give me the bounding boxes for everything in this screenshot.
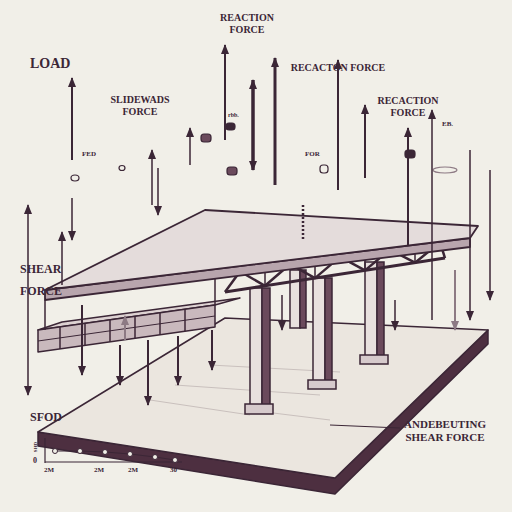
force-label: SLIDEWADS FORCE <box>100 94 180 118</box>
force-label: FOR <box>305 150 345 158</box>
tick-label: 2M <box>128 466 148 474</box>
force-label: rbb. <box>228 112 268 119</box>
deck-slab <box>45 210 478 300</box>
force-label: EB. <box>442 120 482 128</box>
callout-label: ANDEBEUTING SHEAR FORCE <box>395 418 495 444</box>
force-label: RECACTON FORCE <box>272 62 404 74</box>
force-arrows <box>28 45 490 405</box>
force-label: SHEAR FORCE <box>20 258 82 302</box>
tick-label: 2M <box>44 466 64 474</box>
tick-label: 0 <box>33 456 45 465</box>
force-label: REACTION FORCE <box>210 12 284 36</box>
axis-label: SHD <box>33 435 39 459</box>
force-label: RECACTION FORCE <box>368 95 448 119</box>
tick-label: 30 <box>170 466 190 474</box>
leader-line <box>330 425 400 428</box>
force-label: LOAD <box>30 56 100 72</box>
force-label: FED <box>82 150 122 158</box>
sfd-chart <box>45 438 182 463</box>
chart-title: SFOD <box>30 410 90 424</box>
tick-label: 2M <box>94 466 114 474</box>
hardware <box>71 123 457 181</box>
